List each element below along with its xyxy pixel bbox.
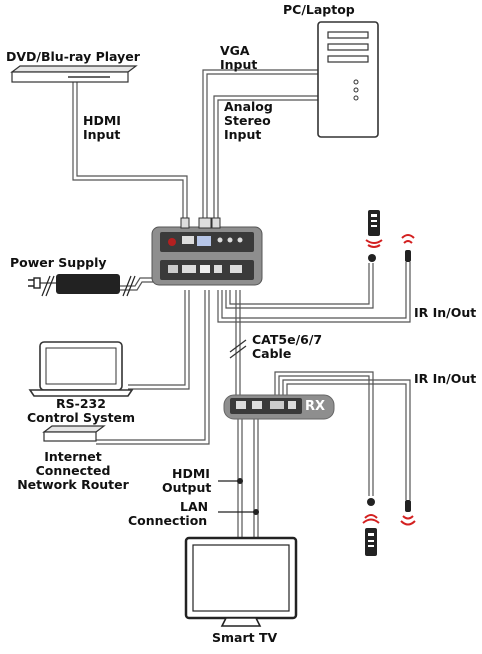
hdmi-input-cable xyxy=(72,78,184,222)
hdmi-input-label-line1: HDMI xyxy=(83,113,121,128)
router-label-line3: Network Router xyxy=(17,477,129,492)
vga-input-cable xyxy=(202,69,318,222)
dvd-player-label: DVD/Blu-ray Player xyxy=(6,49,140,64)
rx-unit xyxy=(223,394,335,420)
rx-label: RX xyxy=(305,399,326,414)
pc-laptop-label: PC/Laptop xyxy=(283,2,355,17)
cat-cable-label-line2: Cable xyxy=(252,346,292,361)
lan-connection-label-line2: Connection xyxy=(128,513,208,528)
router-label-line2: Connected xyxy=(35,463,111,478)
vga-input-label-line2: Input xyxy=(220,57,258,72)
ir-cable-rx-2 xyxy=(274,371,374,496)
rs232-cable xyxy=(128,290,186,386)
laptop xyxy=(28,341,134,397)
ir-remote-bottom xyxy=(362,498,380,556)
power-supply xyxy=(28,274,136,297)
lan-router-cable xyxy=(96,290,206,441)
hdmi-input-label-line2: Input xyxy=(83,127,121,142)
analog-input-label-line3: Input xyxy=(224,127,262,142)
analog-input-label-line2: Stereo xyxy=(224,113,271,128)
power-supply-label: Power Supply xyxy=(10,255,107,270)
pc-tower xyxy=(317,21,379,138)
ir-cable-tx-1 xyxy=(217,262,411,323)
cables xyxy=(40,69,411,540)
ir-emitter-top xyxy=(401,234,415,262)
ir-remote-top xyxy=(365,210,383,262)
tx-unit xyxy=(151,217,263,286)
smart-tv-label: Smart TV xyxy=(212,630,278,645)
analog-input-label-line1: Analog xyxy=(224,99,273,114)
cat-cable-break xyxy=(229,339,247,359)
rs232-label-line1: RS-232 xyxy=(56,396,106,411)
router xyxy=(42,425,106,442)
smart-tv xyxy=(184,536,298,627)
vga-input-label-line1: VGA xyxy=(220,43,250,58)
dvd-player xyxy=(10,65,138,83)
rs232-label-line2: Control System xyxy=(26,410,136,425)
ir-emitter-bottom xyxy=(400,500,416,526)
router-label-line1: Internet xyxy=(44,449,102,464)
ir-cable-tx-2 xyxy=(225,263,374,309)
ir-inout-top-label: IR In/Out xyxy=(414,305,477,320)
ir-inout-rx-label: IR In/Out xyxy=(414,371,477,386)
cat-cable-label-line1: CAT5e/6/7 xyxy=(252,332,323,347)
ir-cable-rx-1 xyxy=(282,379,411,500)
analog-input-cable xyxy=(213,95,318,222)
hdmi-output-label-line1: HDMI xyxy=(172,466,210,481)
lan-connection-label-line1: LAN xyxy=(180,499,209,514)
hdmi-output-label-line2: Output xyxy=(162,480,212,495)
